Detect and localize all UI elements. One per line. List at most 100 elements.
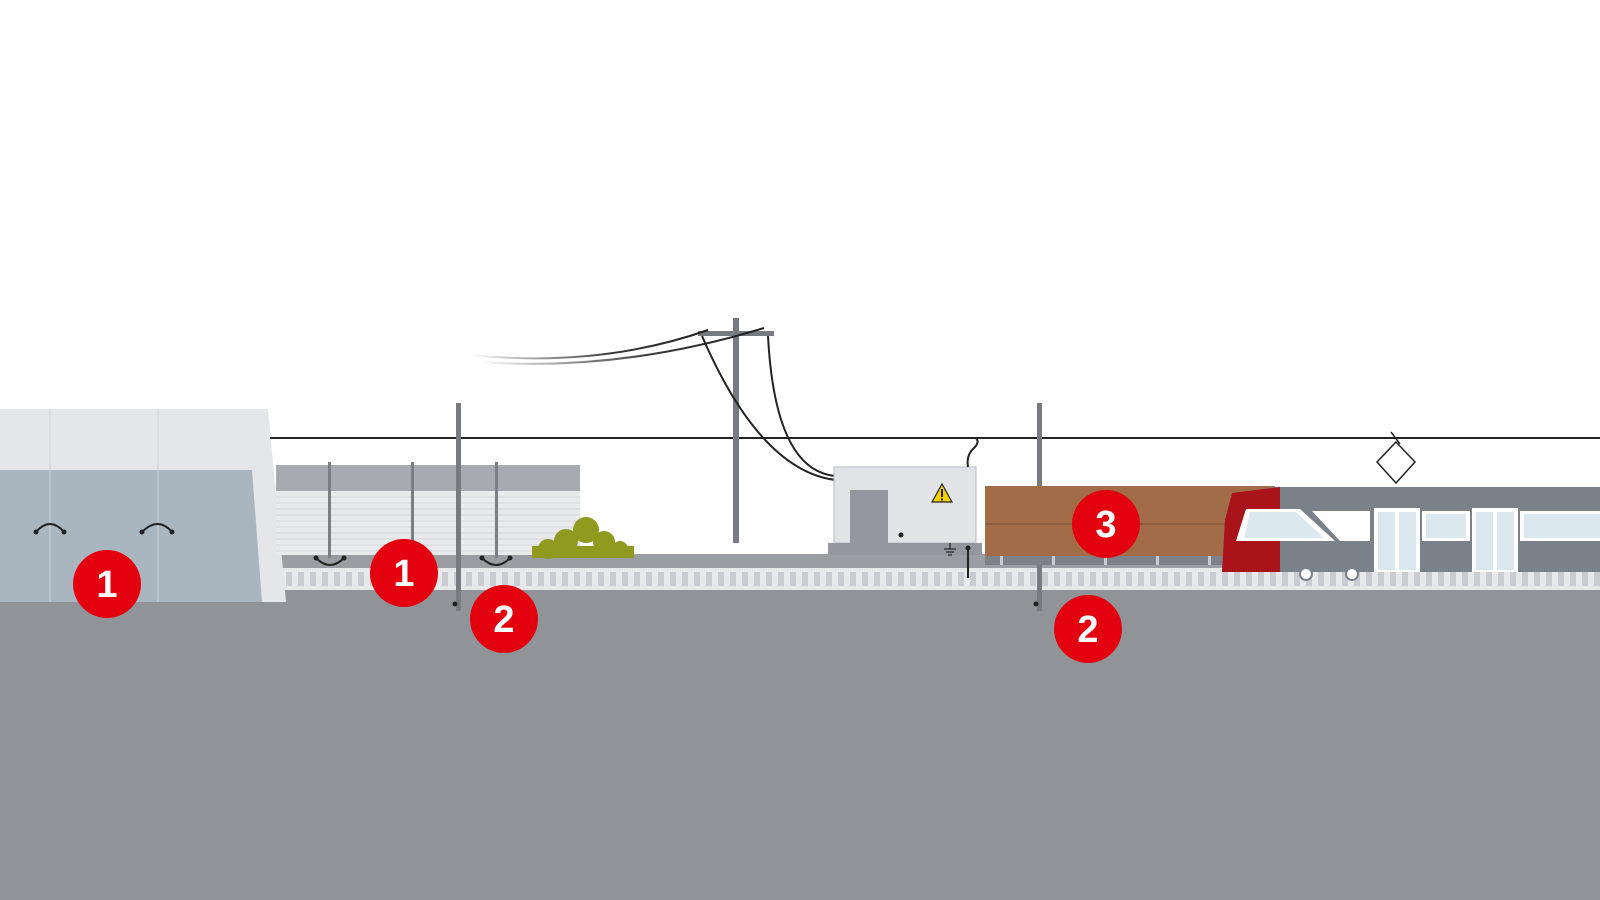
marker-label: 2 [1077, 609, 1098, 651]
track-sleeper [1102, 572, 1108, 586]
track-sleeper [310, 572, 316, 586]
track-sleeper [778, 572, 784, 586]
pantograph-icon [1375, 431, 1417, 485]
marker-1-barrier: 1 [370, 539, 438, 607]
track-sleeper [814, 572, 820, 586]
track-sleeper [1510, 572, 1516, 586]
wagon-underframe-rib [1156, 556, 1159, 565]
track-sleeper [946, 572, 952, 586]
track-sleeper [478, 572, 484, 586]
track-sleeper [1318, 572, 1324, 586]
track-sleeper [490, 572, 496, 586]
track-sleeper [502, 572, 508, 586]
track-sleeper [622, 572, 628, 586]
track-sleeper [1162, 572, 1168, 586]
track-sleeper [874, 572, 880, 586]
track-sleeper [1054, 572, 1060, 586]
track-sleeper [862, 572, 868, 586]
track-sleeper [826, 572, 832, 586]
track-sleeper [1066, 572, 1072, 586]
track-sleeper [1114, 572, 1120, 586]
track-sleeper [646, 572, 652, 586]
track-sleeper [1270, 572, 1276, 586]
track-sleeper [562, 572, 568, 586]
track-sleeper [550, 572, 556, 586]
track-sleeper [886, 572, 892, 586]
track-sleeper [1126, 572, 1132, 586]
track-sleeper [730, 572, 736, 586]
track-sleeper [658, 572, 664, 586]
track-sleeper [682, 572, 688, 586]
track-sleeper [1174, 572, 1180, 586]
track-sleeper [1522, 572, 1528, 586]
track-sleeper [1150, 572, 1156, 586]
track-sleeper [1138, 572, 1144, 586]
marker-3-wagon: 3 [1072, 490, 1140, 558]
track-sleeper [526, 572, 532, 586]
track-sleeper [1570, 572, 1576, 586]
track-sleeper [742, 572, 748, 586]
track-sleeper [1426, 572, 1432, 586]
track-sleeper [1390, 572, 1396, 586]
marker-label: 1 [393, 553, 414, 595]
utility-pole [698, 318, 774, 543]
track-sleeper [1234, 572, 1240, 586]
track-sleeper [694, 572, 700, 586]
ground [0, 590, 1600, 900]
wagon-underframe-rib [1208, 556, 1211, 565]
passenger-train [1222, 431, 1600, 581]
track-sleeper [298, 572, 304, 586]
track-sleepers [286, 572, 1600, 586]
ground-symbol-icon [944, 543, 956, 556]
track-sleeper [1078, 572, 1084, 586]
track-sleeper [1042, 572, 1048, 586]
track-sleeper [1366, 572, 1372, 586]
bush [532, 517, 634, 559]
track-sleeper [1282, 572, 1288, 586]
track-sleeper [1198, 572, 1204, 586]
tunnel-portal [0, 409, 286, 602]
track-sleeper [358, 572, 364, 586]
track-sleeper [1474, 572, 1480, 586]
track-sleeper [922, 572, 928, 586]
track-sleeper [718, 572, 724, 586]
track-sleeper [1090, 572, 1096, 586]
track-sleeper [514, 572, 520, 586]
track-sleeper [754, 572, 760, 586]
track-sleeper [1462, 572, 1468, 586]
substation [828, 437, 982, 578]
track-sleeper [1438, 572, 1444, 586]
track-sleeper [466, 572, 472, 586]
track-sleeper [1222, 572, 1228, 586]
marker-label: 1 [96, 564, 117, 606]
track-sleeper [802, 572, 808, 586]
track-sleeper [1354, 572, 1360, 586]
track-sleeper [538, 572, 544, 586]
marker-2-mast-right: 2 [1054, 595, 1122, 663]
track-sleeper [1018, 572, 1024, 586]
track-sleeper [286, 572, 292, 586]
track-sleeper [934, 572, 940, 586]
track-sleeper [1378, 572, 1384, 586]
track-sleeper [1546, 572, 1552, 586]
track-sleeper [1330, 572, 1336, 586]
marker-1-tunnel: 1 [73, 550, 141, 618]
track-sleeper [982, 572, 988, 586]
track-sleeper [610, 572, 616, 586]
track-sleeper [586, 572, 592, 586]
track-sleeper [442, 572, 448, 586]
barrier-earth-bond [313, 555, 513, 566]
track-sleeper [1030, 572, 1036, 586]
track-sleeper [1582, 572, 1588, 586]
track-sleeper [670, 572, 676, 586]
wagon-underframe-rib [1104, 556, 1107, 565]
wagon-underframe-rib [1000, 556, 1003, 565]
track-sleeper [346, 572, 352, 586]
track-sleeper [958, 572, 964, 586]
marker-label: 3 [1095, 504, 1116, 546]
noise-barrier [276, 462, 580, 566]
track-sleeper [1186, 572, 1192, 586]
track-sleeper [850, 572, 856, 586]
track-sleeper [910, 572, 916, 586]
